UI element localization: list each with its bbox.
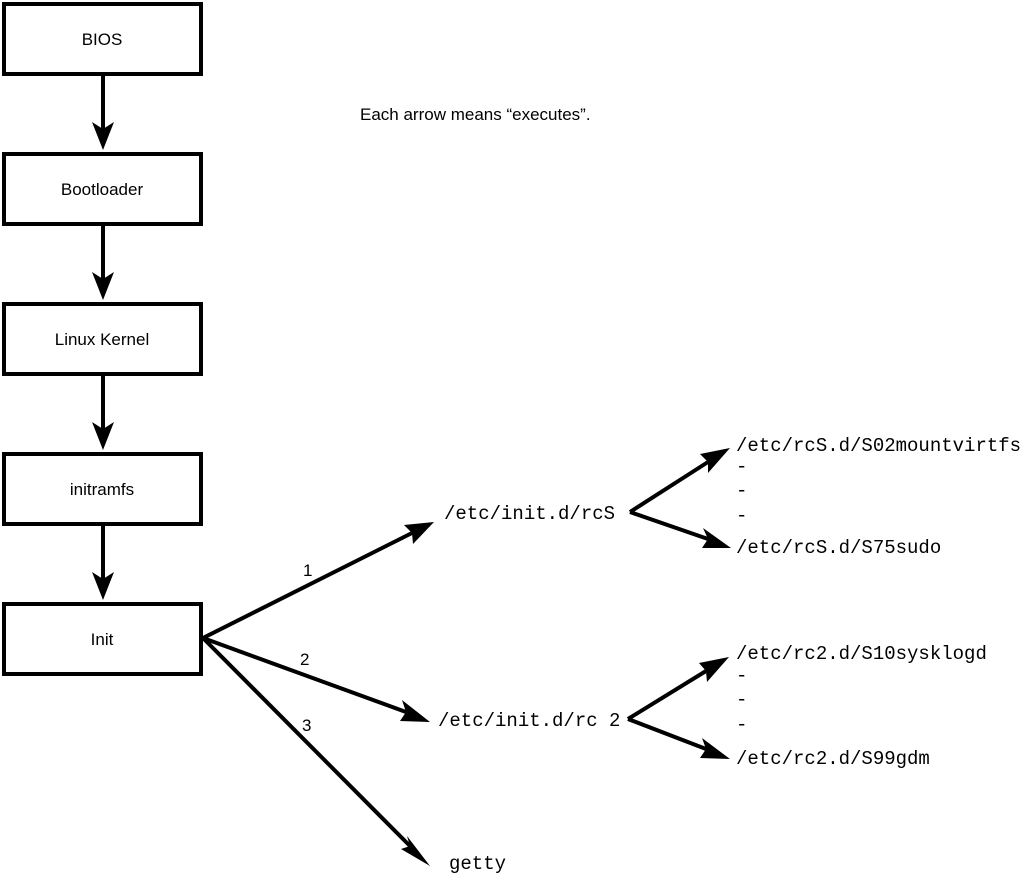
arrow-init-branch-2	[202, 636, 430, 722]
legend-note: Each arrow means “executes”.	[360, 105, 591, 124]
node-initramfs-box	[2, 452, 203, 526]
arrow-head-icon	[92, 122, 114, 150]
arrow-head-icon	[700, 448, 730, 473]
node-bootloader-box	[2, 152, 203, 226]
node-linux-kernel-box	[2, 302, 203, 376]
arrow-initramfs-to-init	[92, 526, 114, 600]
arrow-kernel-to-initramfs	[92, 376, 114, 450]
arrow-head-icon	[401, 836, 430, 866]
node-rc2-label[interactable]: /etc/init.d/rc 2	[438, 710, 620, 732]
arrow-rc2-to-first-script	[626, 657, 729, 721]
rc2-script-last: /etc/rc2.d/S99gdm	[736, 748, 930, 770]
node-bios-box	[2, 2, 203, 76]
arrow-rcs-to-last-script	[629, 510, 731, 548]
rcs-script-first: /etc/rcS.d/S02mountvirtfs	[736, 435, 1021, 457]
rc2-ellipsis-dash-1: -	[736, 665, 747, 687]
arrow-bios-to-bootloader	[92, 76, 114, 150]
node-init[interactable]: Init	[2, 602, 203, 676]
node-initramfs[interactable]: initramfs	[2, 452, 203, 526]
rcs-ellipsis-dash-1: -	[736, 456, 747, 478]
node-rcs-label[interactable]: /etc/init.d/rcS	[444, 503, 615, 525]
arrow-init-branch-1	[202, 522, 434, 640]
arrow-rcs-to-first-script	[628, 448, 730, 514]
rcs-script-last: /etc/rcS.d/S75sudo	[736, 537, 941, 559]
edge-number-1: 1	[303, 561, 312, 580]
arrow-bootloader-to-kernel	[92, 226, 114, 300]
rcs-ellipsis-dash-3: -	[736, 505, 747, 527]
node-bios-label: BIOS	[82, 30, 123, 49]
node-linux-kernel-label: Linux Kernel	[55, 330, 150, 349]
node-initramfs-label: initramfs	[70, 480, 134, 499]
node-bootloader[interactable]: Bootloader	[2, 152, 203, 226]
arrow-head-icon	[404, 522, 434, 544]
rc2-script-first: /etc/rc2.d/S10sysklogd	[736, 643, 987, 665]
arrow-rc2-to-last-script	[627, 717, 730, 759]
arrow-head-icon	[92, 272, 114, 300]
node-bootloader-label: Bootloader	[61, 180, 144, 199]
node-init-label: Init	[91, 630, 114, 649]
node-init-box	[2, 602, 203, 676]
rc2-ellipsis-dash-3: -	[736, 714, 747, 736]
node-getty-label[interactable]: getty	[449, 853, 506, 875]
arrow-head-icon	[700, 738, 730, 759]
node-linux-kernel[interactable]: Linux Kernel	[2, 302, 203, 376]
arrow-head-icon	[702, 528, 731, 548]
node-bios[interactable]: BIOS	[2, 2, 203, 76]
arrow-head-icon	[92, 572, 114, 600]
edge-number-3: 3	[302, 716, 311, 735]
arrow-init-branch-3	[201, 636, 430, 866]
rcs-ellipsis-dash-2: -	[736, 480, 747, 502]
rc2-ellipsis-dash-2: -	[736, 689, 747, 711]
edge-number-2: 2	[300, 650, 309, 669]
arrow-head-icon	[92, 422, 114, 450]
arrow-head-icon	[699, 657, 729, 682]
arrow-head-icon	[400, 700, 430, 722]
